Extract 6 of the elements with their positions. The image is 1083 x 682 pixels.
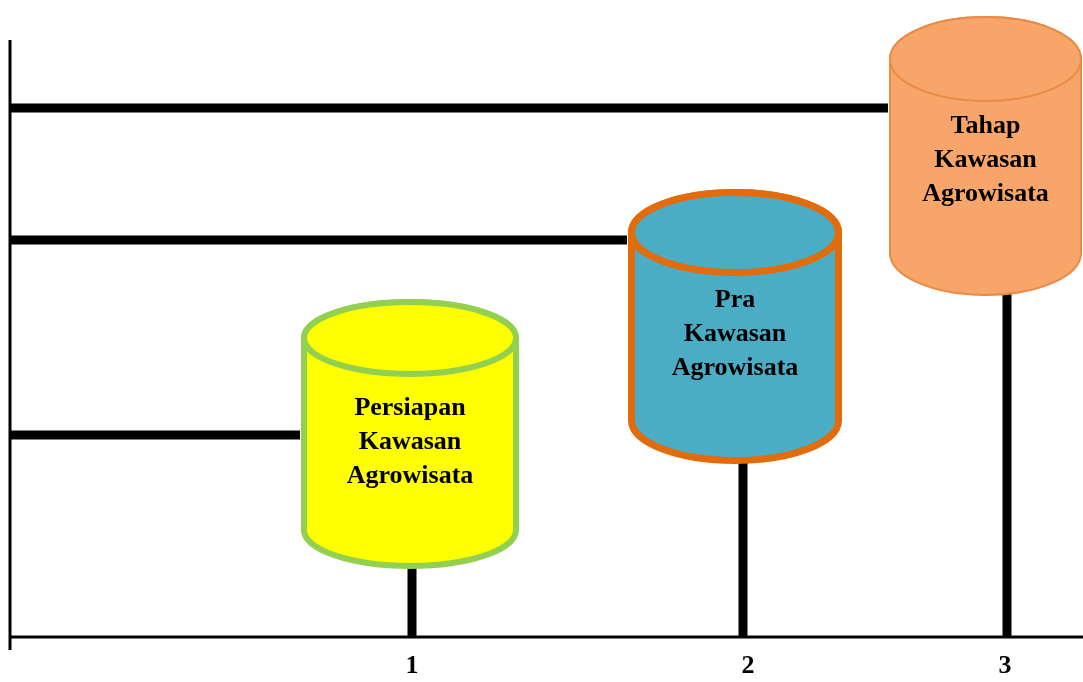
axis-tick-label: 2 <box>740 650 756 680</box>
axis-tick-label: 1 <box>404 650 420 680</box>
node-label: Persiapan Kawasan Agrowisata <box>345 391 475 491</box>
axis-tick-label: 3 <box>997 650 1013 680</box>
node-label: Pra Kawasan Agrowisata <box>670 283 800 383</box>
node-label: Tahap Kawasan Agrowisata <box>921 109 1050 209</box>
